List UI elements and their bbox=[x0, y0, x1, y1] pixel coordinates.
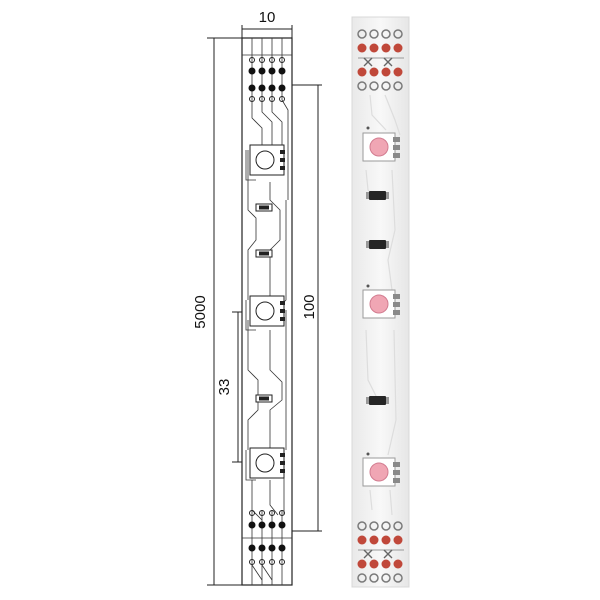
strip-led-3 bbox=[362, 452, 400, 487]
strip-led-2 bbox=[362, 284, 400, 319]
technical-drawing: 10 5000 100 33 bbox=[192, 9, 322, 586]
resistor-3 bbox=[255, 394, 273, 403]
resistor-2 bbox=[255, 249, 273, 258]
led-chip-3 bbox=[249, 447, 285, 479]
bottom-solder-pads bbox=[242, 510, 292, 585]
width-label: 10 bbox=[259, 9, 276, 26]
top-solder-pads bbox=[242, 38, 292, 102]
strip-resistor-1 bbox=[366, 191, 389, 200]
cut-length-label: 100 bbox=[301, 294, 318, 319]
strip-resistor-3 bbox=[366, 396, 389, 405]
led-pitch-label: 33 bbox=[216, 379, 233, 396]
strip-top-pads bbox=[357, 29, 404, 91]
strip-photo bbox=[351, 16, 410, 588]
strip-bottom-pads bbox=[357, 521, 404, 583]
resistor-1 bbox=[255, 203, 273, 212]
led-chip-2 bbox=[249, 295, 285, 327]
led-chip-1 bbox=[249, 144, 285, 176]
total-length-label: 5000 bbox=[192, 295, 209, 328]
strip-led-1 bbox=[362, 126, 400, 162]
strip-resistor-2 bbox=[366, 240, 389, 249]
width-dimension: 10 bbox=[241, 9, 293, 40]
cut-length-dimension: 100 bbox=[292, 84, 322, 532]
total-length-dimension: 5000 bbox=[192, 37, 244, 586]
